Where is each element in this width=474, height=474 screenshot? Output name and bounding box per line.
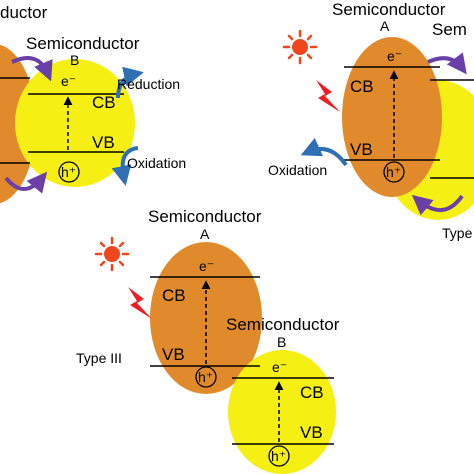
semiconductor-a-title: Semiconductor [148,207,262,226]
semiconductor-a-title: Semiconductor [332,0,446,19]
semiconductor-a-letter: A [380,18,390,34]
vb-label-b: VB [300,423,323,442]
hole-label-a: h⁺ [198,369,213,385]
semiconductor-b-ellipse [15,59,135,187]
hole-circle-a [195,366,217,388]
cb-label-b: CB [300,383,324,402]
cb-label: CB [350,77,374,96]
cb-label-a: CB [162,286,186,305]
hole-label-b: h⁺ [271,448,286,464]
curved-arrow-icon [300,137,348,167]
lightning-bolt-icon [316,80,340,112]
semiconductor-a-ellipse [342,37,442,197]
semiconductor-b-title: Semiconductor [26,34,140,53]
oxidation-label: Oxidation [268,162,327,178]
curved-arrow-icon [11,56,53,82]
curved-arrow-icon [111,146,139,186]
electron-label-b: e⁻ [272,359,287,375]
semiconductor-b-letter: B [70,52,79,68]
sun-icon [282,29,318,65]
panel-top-right: Semiconductor A Sem e⁻ CB [268,0,474,241]
curved-arrow-icon [116,66,144,99]
electron-label-a: e⁻ [199,258,214,274]
curved-arrow-icon [411,194,464,216]
vb-label: VB [350,140,373,159]
type-iii-label: Type III [76,350,122,366]
electron-label: e⁻ [387,48,402,64]
hole-circle-b [268,445,290,467]
hole-label: h⁺ [386,164,401,180]
hole-label: h⁺ [61,164,76,180]
panel-bottom: Semiconductor A Type III e⁻ CB [76,207,340,474]
sun-icon [94,236,130,272]
semiconductor-b-title-fragment: Sem [432,20,467,39]
curved-arrow-icon [427,52,467,75]
semiconductor-b-ellipse [228,350,336,474]
hole-circle [58,161,80,183]
vb-label: VB [92,133,115,152]
semiconductor-a-letter: A [200,226,210,242]
hole-circle [383,161,405,183]
electron-label: e⁻ [61,73,76,89]
semiconductor-b-letter: B [277,334,286,350]
lightning-bolt-icon [128,287,152,319]
cb-label: CB [92,93,116,112]
vb-label-a: VB [162,345,185,364]
curved-arrow-icon [4,171,48,194]
reduction-label: Reduction [117,76,180,92]
oxidation-label: Oxidation [127,155,186,171]
type-label-fragment: Type [442,225,473,241]
semiconductor-a-title-fragment: ductor [0,3,48,22]
panel-top-left: ductor Semiconductor B e⁻ CB VB h⁺ Reduc… [0,3,186,204]
semiconductor-b-title: Semiconductor [226,315,340,334]
